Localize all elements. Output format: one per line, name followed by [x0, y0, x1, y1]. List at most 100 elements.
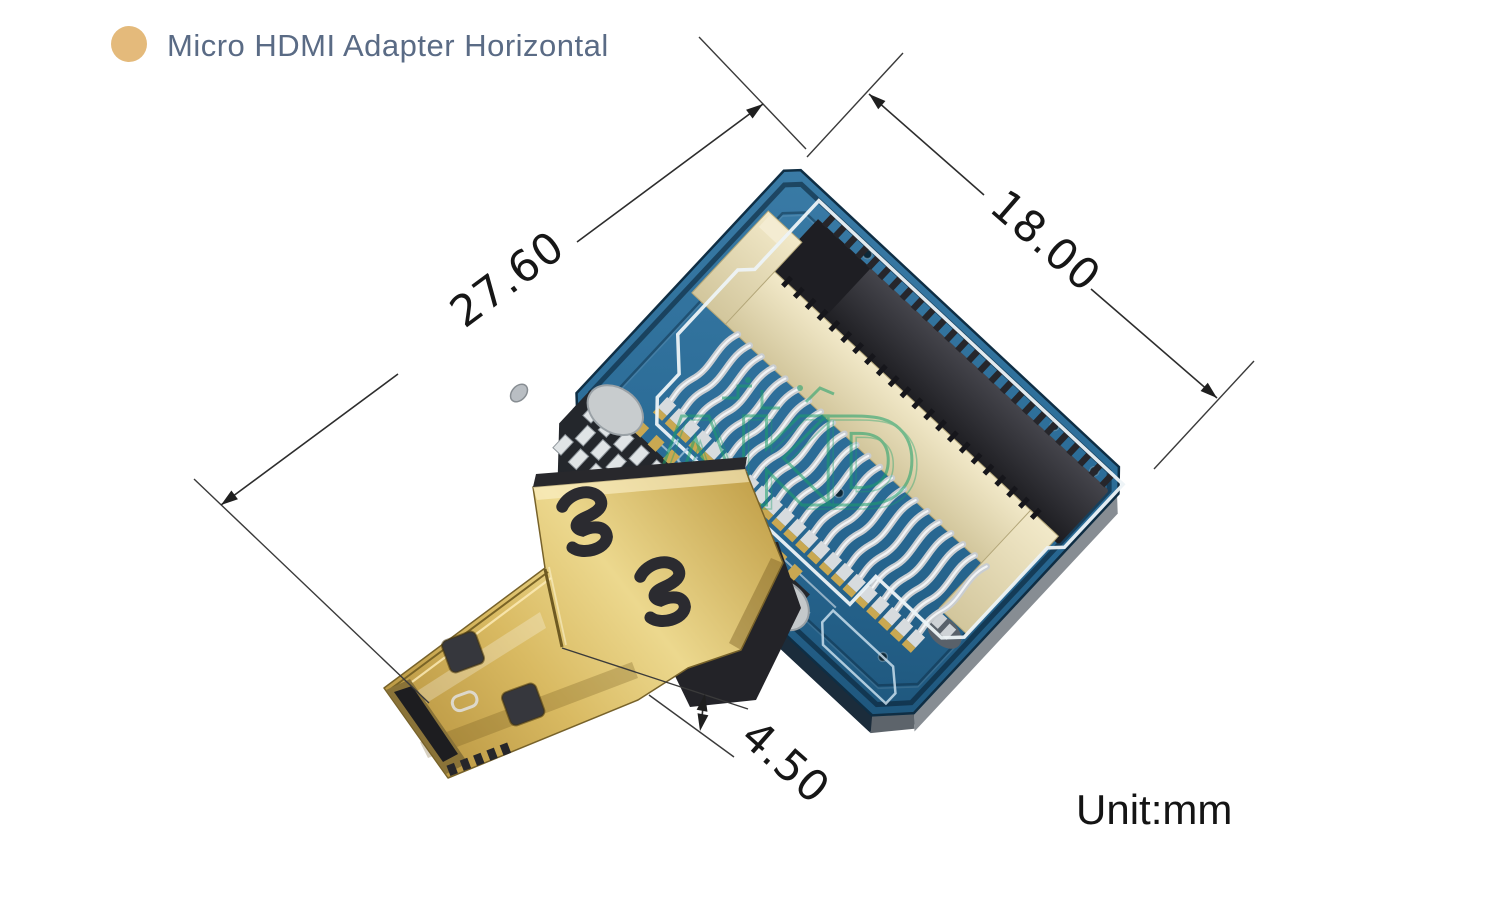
ffc-slot-teeth [821, 213, 1114, 488]
ffc-pad-gold [664, 418, 679, 432]
ffc-pad-gold [854, 595, 869, 609]
ffc-pin-highlight [822, 476, 894, 547]
ffc-pin-highlight [798, 454, 870, 525]
arrowhead [1200, 382, 1217, 398]
slot-tooth [832, 224, 848, 239]
plug-step-highlight [548, 566, 567, 646]
ffc-pin-pad [823, 551, 843, 571]
contact-slot [946, 430, 959, 443]
contact-slot [792, 286, 805, 299]
arrowhead [746, 104, 763, 119]
silkscreen-box [820, 608, 897, 706]
slot-tooth [966, 348, 981, 364]
junction-pin [589, 438, 612, 461]
slot-tooth [1010, 389, 1026, 405]
edge-solder-tab [509, 383, 529, 403]
ffc-pin-highlight [751, 410, 822, 481]
contact-slot [1029, 507, 1042, 520]
ffc-pin-pad [657, 397, 677, 416]
plug-shell [383, 468, 784, 779]
unit-label: Unit:mm [1076, 786, 1232, 833]
ffc-pin-highlight [810, 465, 882, 536]
plug-deck-back [533, 457, 747, 487]
ffc-pad-gold [877, 617, 892, 631]
watermark-doodle [804, 386, 835, 404]
plug-tip-serrations [446, 742, 512, 777]
tip-serration [486, 747, 498, 761]
extension-line [648, 694, 735, 758]
ffc-pad-gold [759, 506, 774, 521]
ffc-pin-highlight [680, 344, 751, 415]
contact-slot [840, 330, 853, 344]
ffc-pin-pad [835, 562, 855, 582]
junction-pin [628, 444, 651, 467]
ffc-left-step [758, 215, 788, 244]
ffc-pin-highlight [775, 432, 846, 503]
slot-tooth [955, 338, 970, 353]
extension-line [1153, 360, 1255, 470]
contact-slot [994, 474, 1007, 487]
slot-tooth [977, 358, 992, 374]
silkscreen-outline [655, 198, 1126, 640]
slot-tooth [921, 306, 937, 322]
tip-serration [446, 762, 458, 777]
contact-slot [958, 441, 971, 454]
ffc-pad-gold [688, 440, 703, 455]
ffc-pin-pad [859, 584, 878, 604]
arrowhead [697, 713, 709, 731]
plug-right-shade [729, 558, 783, 650]
ffc-pin-highlight [869, 521, 941, 591]
watermark-doodle [722, 384, 752, 400]
tip-serration [473, 752, 485, 766]
slot-tooth [988, 369, 1003, 384]
slot-tooth [1021, 400, 1037, 415]
ffc-pin-pad [894, 617, 914, 637]
ffc-connector [652, 210, 1114, 653]
plug-latch-hole [440, 630, 486, 674]
slot-tooth [932, 317, 948, 333]
watermark-dot [797, 385, 803, 391]
slot-tooth [999, 379, 1014, 395]
ffc-pin-highlight [727, 388, 799, 459]
plug-latch-hole [500, 682, 546, 727]
arrowhead [221, 490, 238, 505]
slot-tooth [1077, 452, 1092, 467]
ffc-pad-gold [806, 550, 821, 565]
slot-tooth [866, 255, 881, 270]
ffc-pin-pad [811, 540, 831, 560]
slot-tooth [855, 244, 870, 260]
ffc-pad-gold [842, 584, 857, 598]
junction-pad [632, 420, 650, 438]
arrowhead [869, 94, 886, 110]
contact-slot [804, 297, 817, 310]
ffc-pin-highlight [893, 543, 965, 613]
ffc-pin-pad [870, 595, 890, 615]
board-edge-right [913, 495, 1118, 732]
ffc-cap-tail [940, 623, 957, 640]
contact-slot [935, 419, 947, 432]
ffc-pin-pad [681, 419, 701, 438]
dimension-value-length: 27.60 [441, 222, 574, 338]
ffc-pad-gold [866, 606, 881, 620]
ffc-pin-highlight [715, 377, 787, 448]
ffc-pin-highlight [786, 443, 858, 514]
micro-hdmi-plug [383, 457, 801, 779]
contact-slot [970, 452, 983, 465]
watermark-dot [745, 377, 751, 383]
plug-tip-mouth [394, 686, 458, 762]
dimension-value-plug-height: 4.50 [731, 711, 839, 815]
ffc-pin-highlight [692, 355, 763, 426]
slot-tooth [843, 234, 859, 250]
slot-tooth [877, 265, 892, 281]
figure-title: Micro HDMI Adapter Horizontal [111, 26, 608, 63]
ffc-pin-highlight [881, 532, 953, 602]
board-edge-chamfer [870, 713, 915, 734]
solder-tab [586, 384, 644, 437]
contact-slot [781, 275, 793, 288]
plug-engraved-slot [450, 690, 479, 713]
slot-tooth [944, 327, 959, 343]
tip-serration [459, 757, 472, 771]
slot-tooth [1088, 462, 1103, 478]
extension-line [698, 36, 807, 150]
